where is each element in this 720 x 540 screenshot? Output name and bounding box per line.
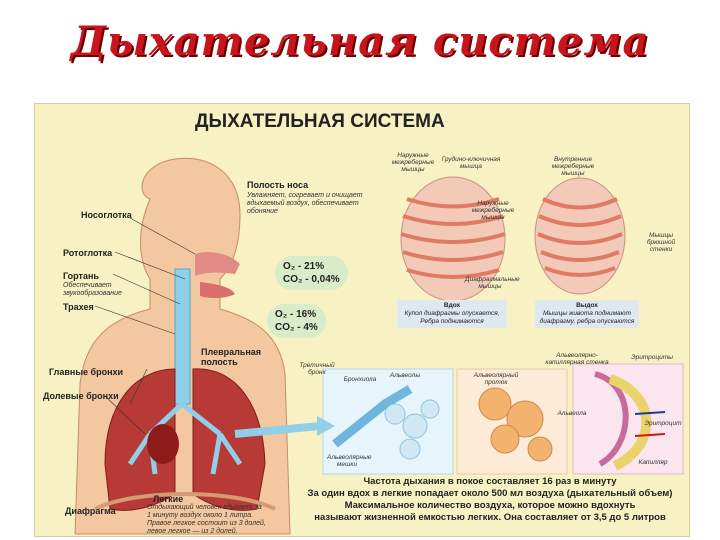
- label-nasal-cavity-desc: Увлажняет, согревает и очищает вдыхаемый…: [247, 192, 363, 215]
- exhaled-o2: O₂ - 16%: [275, 309, 317, 320]
- bottom-line-4: называют жизненной емкостью легких. Она …: [314, 512, 666, 523]
- right-lung: [104, 368, 176, 511]
- label-alveolar-duct: Альвеолярный проток: [473, 372, 519, 386]
- nasal-cavity: [195, 252, 240, 276]
- label-alveola: Альвеола: [557, 410, 587, 417]
- ribcage-inhale: [400, 176, 506, 302]
- label-pleural-cavity: Плевральная полость: [201, 347, 262, 367]
- label-erythrocyte: Эритроцит: [644, 420, 682, 427]
- respiratory-poster: ДЫХАТЕЛЬНАЯ СИСТЕМА: [34, 103, 690, 537]
- leader-lines: [94, 217, 196, 435]
- label-lobar-bronchi: Долевые бронхи: [43, 391, 119, 401]
- inhale-caption-text: Купол диафрагмы опускается, Ребра подним…: [404, 310, 500, 325]
- label-alveoli: Альвеолы: [389, 372, 421, 379]
- inhaled-o2: O₂ - 21%: [283, 261, 325, 272]
- label-erythrocytes: Эритроциты: [631, 354, 673, 361]
- label-larynx: Гортань: [63, 271, 99, 281]
- inhale-label-bottom: Диафрагмальные мышцы: [465, 276, 520, 290]
- label-trachea: Трахея: [63, 302, 94, 312]
- anatomy-illustration: [74, 157, 684, 535]
- gas-exchange-drawing: [594, 371, 666, 471]
- diaphragm-shape: [94, 492, 276, 511]
- label-oropharynx: Ротоглотка: [63, 248, 113, 258]
- label-lungs-desc: Отдыхающий человек вдыхает за 1 минуту в…: [147, 504, 266, 535]
- label-bronchiole: Бронхиола: [343, 376, 377, 383]
- poster-title: ДЫХАТЕЛЬНАЯ СИСТЕМА: [195, 111, 445, 132]
- label-nasal-cavity: Полость носа: [247, 180, 309, 190]
- exhale-label-top: Внутренние межреберные мышцы: [551, 156, 595, 177]
- inhale-label-right: Наружные межреберные мышцы: [471, 200, 515, 221]
- inhale-label-top-right: Грудино-ключичная мышца: [441, 156, 501, 170]
- label-tertiary-bronchi: Третичный бронх: [299, 362, 335, 376]
- inhale-label-top-left: Наружные межреберные мышцы: [391, 152, 435, 173]
- label-diaphragm: Диафрагма: [65, 506, 116, 516]
- label-alveolar-capillary: Альвеолярно-капиллярная стенка: [545, 352, 609, 366]
- exhale-caption: Выдох Мышцы живота поднимают диафрагму, …: [535, 300, 639, 328]
- bronchiole-drawing: [332, 385, 440, 460]
- label-nasopharynx: Носоглотка: [81, 210, 132, 220]
- slide-title: Дыхательная система: [70, 18, 650, 65]
- arrow-to-bronchiole-head: [317, 416, 335, 436]
- exhaled-air-bubble: O₂ - 16% CO₂ - 4%: [267, 304, 326, 338]
- bottom-line-1: Частота дыхания в покое составляет 16 ра…: [363, 476, 617, 487]
- exhale-caption-text: Мышцы живота поднимают диафрагму, ребра …: [539, 310, 635, 325]
- exhaled-co2: CO₂ - 4%: [275, 322, 318, 333]
- inhale-caption: Вдох Купол диафрагмы опускается, Ребра п…: [397, 300, 507, 328]
- inhale-caption-title: Вдох: [443, 302, 461, 309]
- label-larynx-desc: Обеспечивает звукообразование: [63, 282, 122, 297]
- inhaled-co2: CO₂ - 0,04%: [283, 274, 340, 285]
- bottom-text: Частота дыхания в покое составляет 16 ра…: [300, 476, 680, 524]
- arrow-to-bronchiole: [234, 422, 321, 438]
- label-alveolar-sacs: Альвеолярные мешки: [327, 454, 372, 468]
- bottom-line-3: Максимальное количество воздуха, которое…: [344, 500, 636, 511]
- label-capillary: Капилляр: [638, 459, 668, 466]
- inhaled-air-bubble: O₂ - 21% CO₂ - 0,04%: [275, 256, 348, 290]
- alveoli-drawing: [478, 387, 553, 462]
- bottom-line-2: За один вдох в легкие попадает около 500…: [307, 488, 673, 499]
- heart: [147, 424, 179, 464]
- exhale-caption-title: Выдох: [576, 302, 598, 309]
- oral-cavity: [200, 282, 235, 299]
- ribcage-exhale: [534, 177, 626, 295]
- trachea-shape: [174, 268, 191, 405]
- label-main-bronchi: Главные бронхи: [49, 367, 124, 377]
- exhale-label-right: Мышцы брюшной стенки: [646, 232, 676, 253]
- left-lung: [192, 368, 266, 511]
- label-lungs: Легкие: [153, 494, 184, 504]
